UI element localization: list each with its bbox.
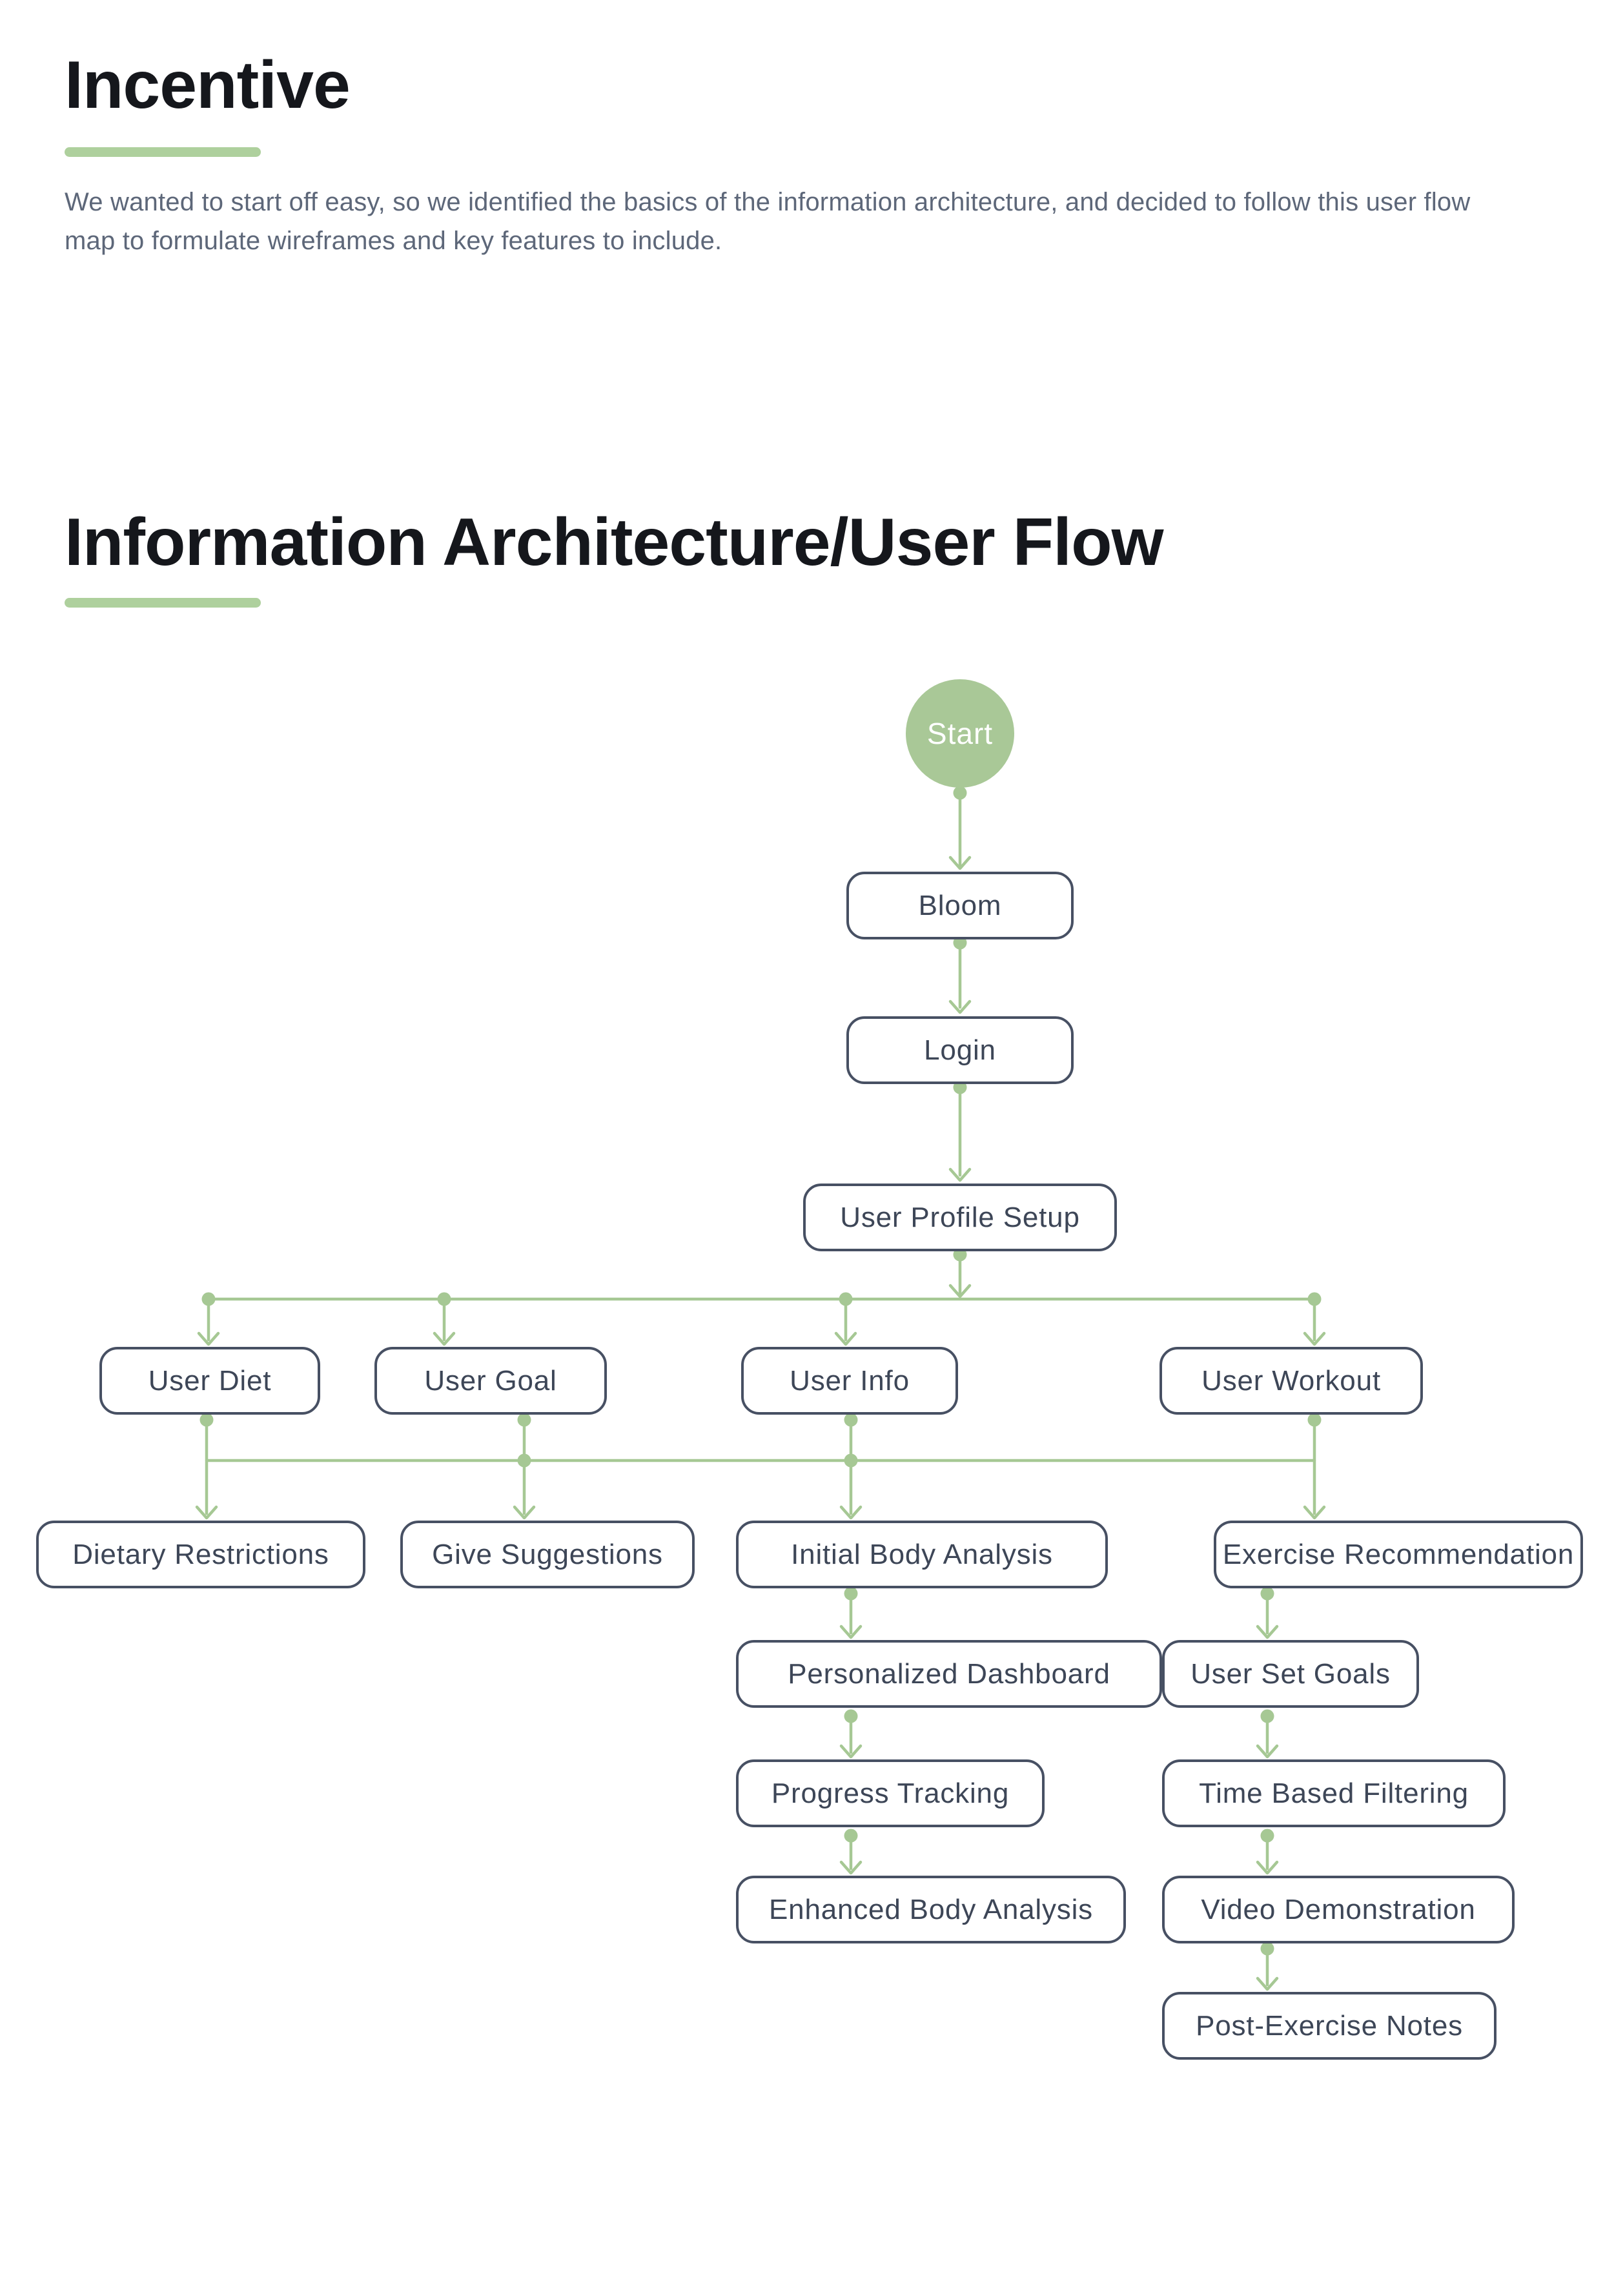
flow-node-dietary-restrictions: Dietary Restrictions: [36, 1521, 365, 1588]
flow-node-time-based-filtering: Time Based Filtering: [1162, 1759, 1506, 1827]
accent-underline-incentive: [65, 147, 261, 157]
flow-node-start-label: Start: [926, 717, 994, 750]
flow-node-bloom: Bloom: [846, 872, 1074, 939]
section-title-incentive: Incentive: [65, 48, 351, 123]
flow-node-start: Start: [906, 679, 1014, 788]
flow-node-give-suggestions: Give Suggestions: [400, 1521, 695, 1588]
flow-node-user-workout: User Workout: [1159, 1347, 1423, 1415]
flow-node-user-info: User Info: [741, 1347, 958, 1415]
flow-node-login: Login: [846, 1016, 1074, 1084]
flow-node-post-exercise-notes: Post-Exercise Notes: [1162, 1992, 1497, 2060]
flow-node-exercise-recommendation: Exercise Recommendation: [1214, 1521, 1583, 1588]
flow-node-personalized-dashboard: Personalized Dashboard: [736, 1640, 1162, 1708]
flow-node-user-set-goals: User Set Goals: [1162, 1640, 1419, 1708]
flow-node-enhanced-body-analysis: Enhanced Body Analysis: [736, 1876, 1126, 1943]
flow-node-progress-tracking: Progress Tracking: [736, 1759, 1045, 1827]
flow-node-initial-body-analysis: Initial Body Analysis: [736, 1521, 1108, 1588]
section-title-information-architecture: Information Architecture/User Flow: [65, 505, 1163, 580]
accent-underline-information-architecture: [65, 598, 261, 608]
flow-node-user-diet: User Diet: [99, 1347, 320, 1415]
flow-node-user-goal: User Goal: [374, 1347, 607, 1415]
incentive-paragraph: We wanted to start off easy, so we ident…: [65, 188, 1471, 255]
flow-node-video-demonstration: Video Demonstration: [1162, 1876, 1515, 1943]
flow-node-user-profile-setup: User Profile Setup: [803, 1184, 1117, 1251]
